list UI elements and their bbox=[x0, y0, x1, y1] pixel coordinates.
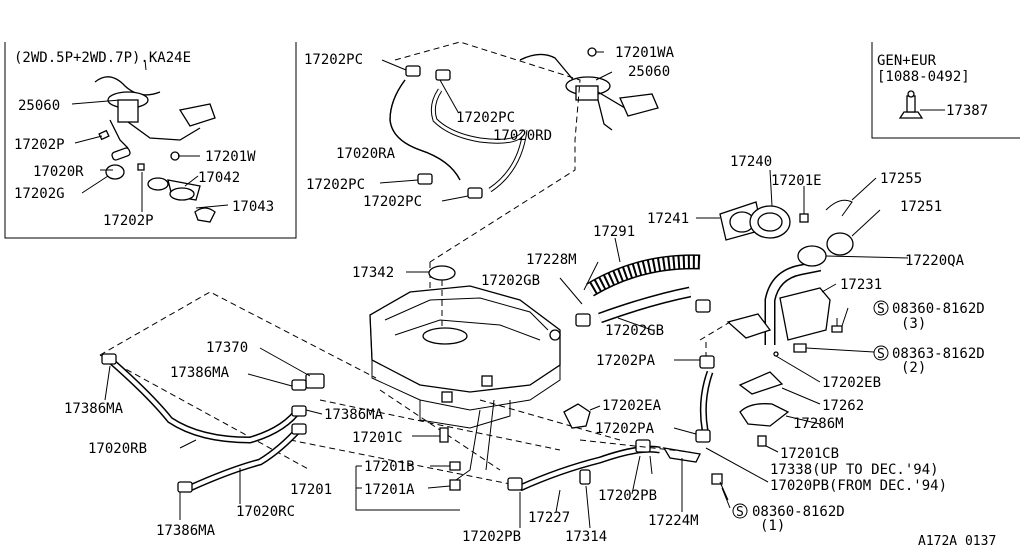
breather-hoses bbox=[389, 65, 528, 199]
label-25060: 25060 bbox=[628, 64, 670, 80]
right-inset-frame bbox=[871, 42, 1020, 139]
label-17387: 17387 bbox=[946, 103, 988, 119]
label-17201E: 17201E bbox=[771, 173, 822, 189]
label-17020RC: 17020RC bbox=[236, 504, 295, 520]
label-17386MA-4: 17386MA bbox=[156, 523, 216, 539]
s-mark-3-text: S bbox=[736, 505, 744, 520]
hose-17338 bbox=[695, 355, 715, 443]
label-17202PA-1: 17202PA bbox=[596, 353, 656, 369]
label-17386MA-1: 17386MA bbox=[170, 365, 230, 381]
label-17224M: 17224M bbox=[648, 513, 699, 529]
label-17020RA: 17020RA bbox=[336, 146, 396, 162]
label-17202P-b: 17202P bbox=[103, 213, 154, 229]
label-17255: 17255 bbox=[880, 171, 922, 187]
label-08360-1-qty: (3) bbox=[901, 316, 926, 332]
label-17286M: 17286M bbox=[793, 416, 844, 432]
screw-symbol-2: S bbox=[873, 345, 889, 362]
label-17020R: 17020R bbox=[33, 164, 84, 180]
label-17228M: 17228M bbox=[526, 252, 577, 268]
screw-symbol-3: S bbox=[732, 503, 748, 520]
fuel-tank bbox=[369, 285, 561, 429]
label-17043: 17043 bbox=[232, 199, 274, 215]
left-inset-title: (2WD.5P+2WD.7P).KA24E bbox=[14, 50, 191, 66]
label-17314: 17314 bbox=[565, 529, 607, 545]
label-08360-2-qty: (1) bbox=[760, 518, 785, 534]
label-17291: 17291 bbox=[593, 224, 635, 240]
label-17220QA: 17220QA bbox=[905, 253, 965, 269]
label-17202PB-1: 17202PB bbox=[598, 488, 657, 504]
label-08363-qty: (2) bbox=[901, 360, 926, 376]
valve-17370 bbox=[291, 373, 325, 435]
bracket-17202EA bbox=[563, 403, 591, 429]
figure-code: A172A 0137 bbox=[918, 534, 996, 549]
label-17201: 17201 bbox=[290, 482, 332, 498]
label-17240: 17240 bbox=[730, 154, 772, 170]
label-17251: 17251 bbox=[900, 199, 942, 215]
heat-shield bbox=[738, 351, 790, 447]
label-17020PB: 17020PB(FROM DEC.'94) bbox=[770, 478, 947, 494]
label-17202PC-1: 17202PC bbox=[304, 52, 363, 68]
label-17202PC-4: 17202PC bbox=[363, 194, 422, 210]
screws-right bbox=[793, 307, 875, 353]
label-17370: 17370 bbox=[206, 340, 248, 356]
filler-hose-17291 bbox=[575, 254, 711, 327]
hose-17227 bbox=[507, 439, 661, 492]
label-17202PC-2: 17202PC bbox=[456, 110, 515, 126]
inset-grommet bbox=[898, 90, 924, 119]
right-inset-title-1: GEN+EUR bbox=[877, 53, 937, 69]
label-17201B: 17201B bbox=[364, 459, 415, 475]
label-17201WA: 17201WA bbox=[615, 45, 675, 61]
s-mark-2-text: S bbox=[877, 347, 885, 362]
label-17342: 17342 bbox=[352, 265, 394, 281]
label-17202G: 17202G bbox=[14, 186, 65, 202]
inset-fuel-pump-assembly bbox=[94, 76, 216, 223]
label-17202EB: 17202EB bbox=[822, 375, 881, 391]
label-17202P-a: 17202P bbox=[14, 137, 65, 153]
label-17202PB-2: 17202PB bbox=[462, 529, 521, 545]
label-17202PC-3: 17202PC bbox=[306, 177, 365, 193]
label-17201W: 17201W bbox=[205, 149, 256, 165]
filler-lid-parts bbox=[719, 199, 853, 241]
label-17241: 17241 bbox=[647, 211, 689, 227]
label-17202PA-2: 17202PA bbox=[595, 421, 655, 437]
label-17338: 17338(UP TO DEC.'94) bbox=[770, 462, 939, 478]
hose-17020RC bbox=[177, 425, 303, 493]
right-inset-title-2: [1088-0492] bbox=[877, 69, 970, 85]
left-inset-frame bbox=[4, 42, 297, 239]
tank-gasket-17342 bbox=[428, 265, 456, 281]
label-17202EA: 17202EA bbox=[602, 398, 662, 414]
label-17227: 17227 bbox=[528, 510, 570, 526]
screw-symbol-1: S bbox=[873, 300, 889, 317]
label-17201A: 17201A bbox=[364, 482, 415, 498]
label-17262: 17262 bbox=[822, 398, 864, 414]
label-17386MA-3: 17386MA bbox=[64, 401, 124, 417]
hose-17020RB bbox=[101, 353, 303, 444]
label-17386MA-2: 17386MA bbox=[324, 407, 384, 423]
label-17202GB-1: 17202GB bbox=[481, 273, 540, 289]
filler-neck bbox=[726, 232, 854, 345]
label-17202GB-2: 17202GB bbox=[605, 323, 664, 339]
s-mark-1-text: S bbox=[877, 302, 885, 317]
label-17201C: 17201C bbox=[352, 430, 403, 446]
bracket-17224M bbox=[662, 447, 723, 512]
label-25060-inset: 25060 bbox=[18, 98, 60, 114]
label-17020RD: 17020RD bbox=[493, 128, 552, 144]
label-17042: 17042 bbox=[198, 170, 240, 186]
label-08360-1: 08360-8162D bbox=[892, 301, 985, 317]
fuel-pump-assembly bbox=[519, 47, 659, 131]
tank-straps bbox=[439, 399, 495, 491]
label-08360-2: 08360-8162D bbox=[752, 504, 845, 520]
label-08363: 08363-8162D bbox=[892, 346, 985, 362]
label-17020RB: 17020RB bbox=[88, 441, 147, 457]
label-17231: 17231 bbox=[840, 277, 882, 293]
label-17201CB: 17201CB bbox=[780, 446, 839, 462]
